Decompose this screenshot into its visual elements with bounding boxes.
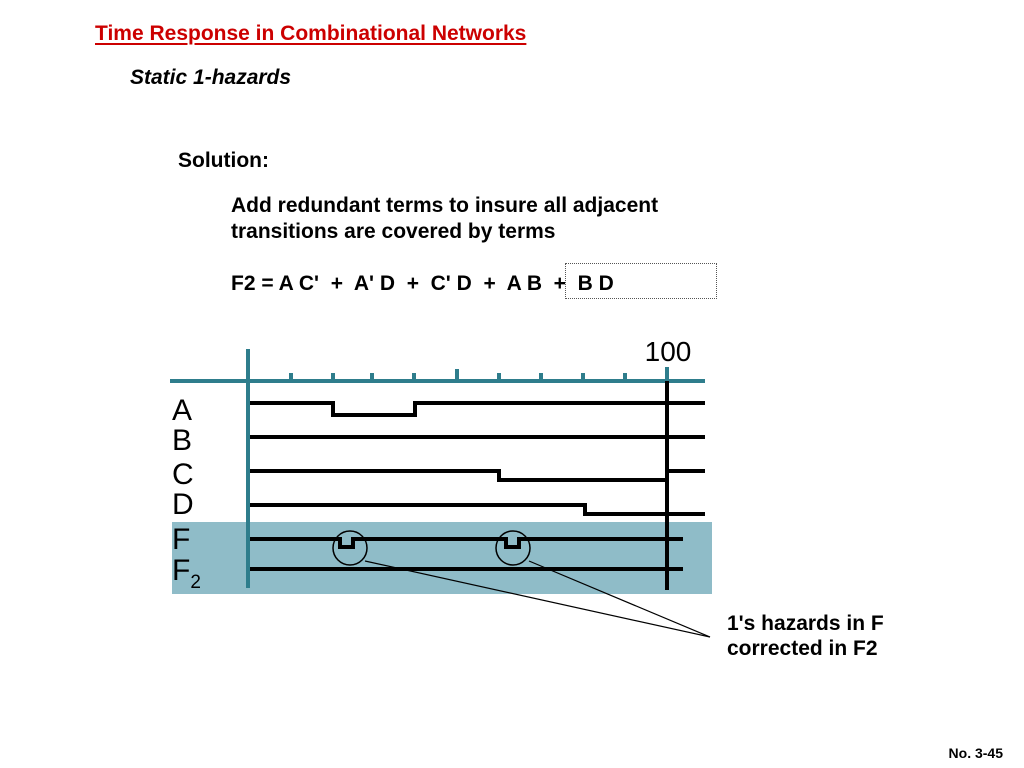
waveform-c	[250, 469, 665, 482]
waveform-f	[250, 537, 683, 549]
solution-label: Solution:	[178, 149, 269, 172]
callout-pointer-2	[528, 560, 711, 638]
waveform-a	[250, 401, 705, 417]
signal-label-f2-sub: 2	[190, 572, 201, 593]
signal-label-a: A	[172, 394, 192, 427]
output-highlight-band	[172, 522, 712, 594]
redundant-terms-box	[565, 263, 717, 299]
hazard-circle-2	[495, 530, 531, 566]
signal-label-d: D	[172, 488, 194, 521]
slide-number: No. 3-45	[948, 745, 1003, 761]
signal-label-f: F	[172, 523, 190, 556]
hazard-circle-1	[332, 530, 368, 566]
callout-line-2: corrected in F2	[727, 637, 878, 660]
solution-text-line-1: Add redundant terms to insure all adjace…	[231, 194, 659, 217]
waveform-d	[250, 503, 705, 516]
solution-text-line-2: transitions are covered by terms	[231, 220, 556, 243]
slide-title: Time Response in Combinational Networks	[95, 22, 527, 45]
slide-subtitle: Static 1-hazards	[130, 66, 292, 89]
callout-pointer-1	[364, 560, 711, 638]
signal-label-b: B	[172, 424, 192, 457]
callout-line-1: 1's hazards in F	[727, 612, 884, 635]
time-marker-label: 100	[645, 336, 692, 367]
time-axis	[170, 349, 705, 588]
equation-f2: F2 = A C' + A' D + C' D + A B + B D	[231, 272, 614, 295]
signal-label-f2: F2	[172, 554, 201, 593]
waveforms	[250, 401, 705, 571]
signal-label-c: C	[172, 458, 194, 491]
signal-label-f2-main: F	[172, 554, 190, 587]
